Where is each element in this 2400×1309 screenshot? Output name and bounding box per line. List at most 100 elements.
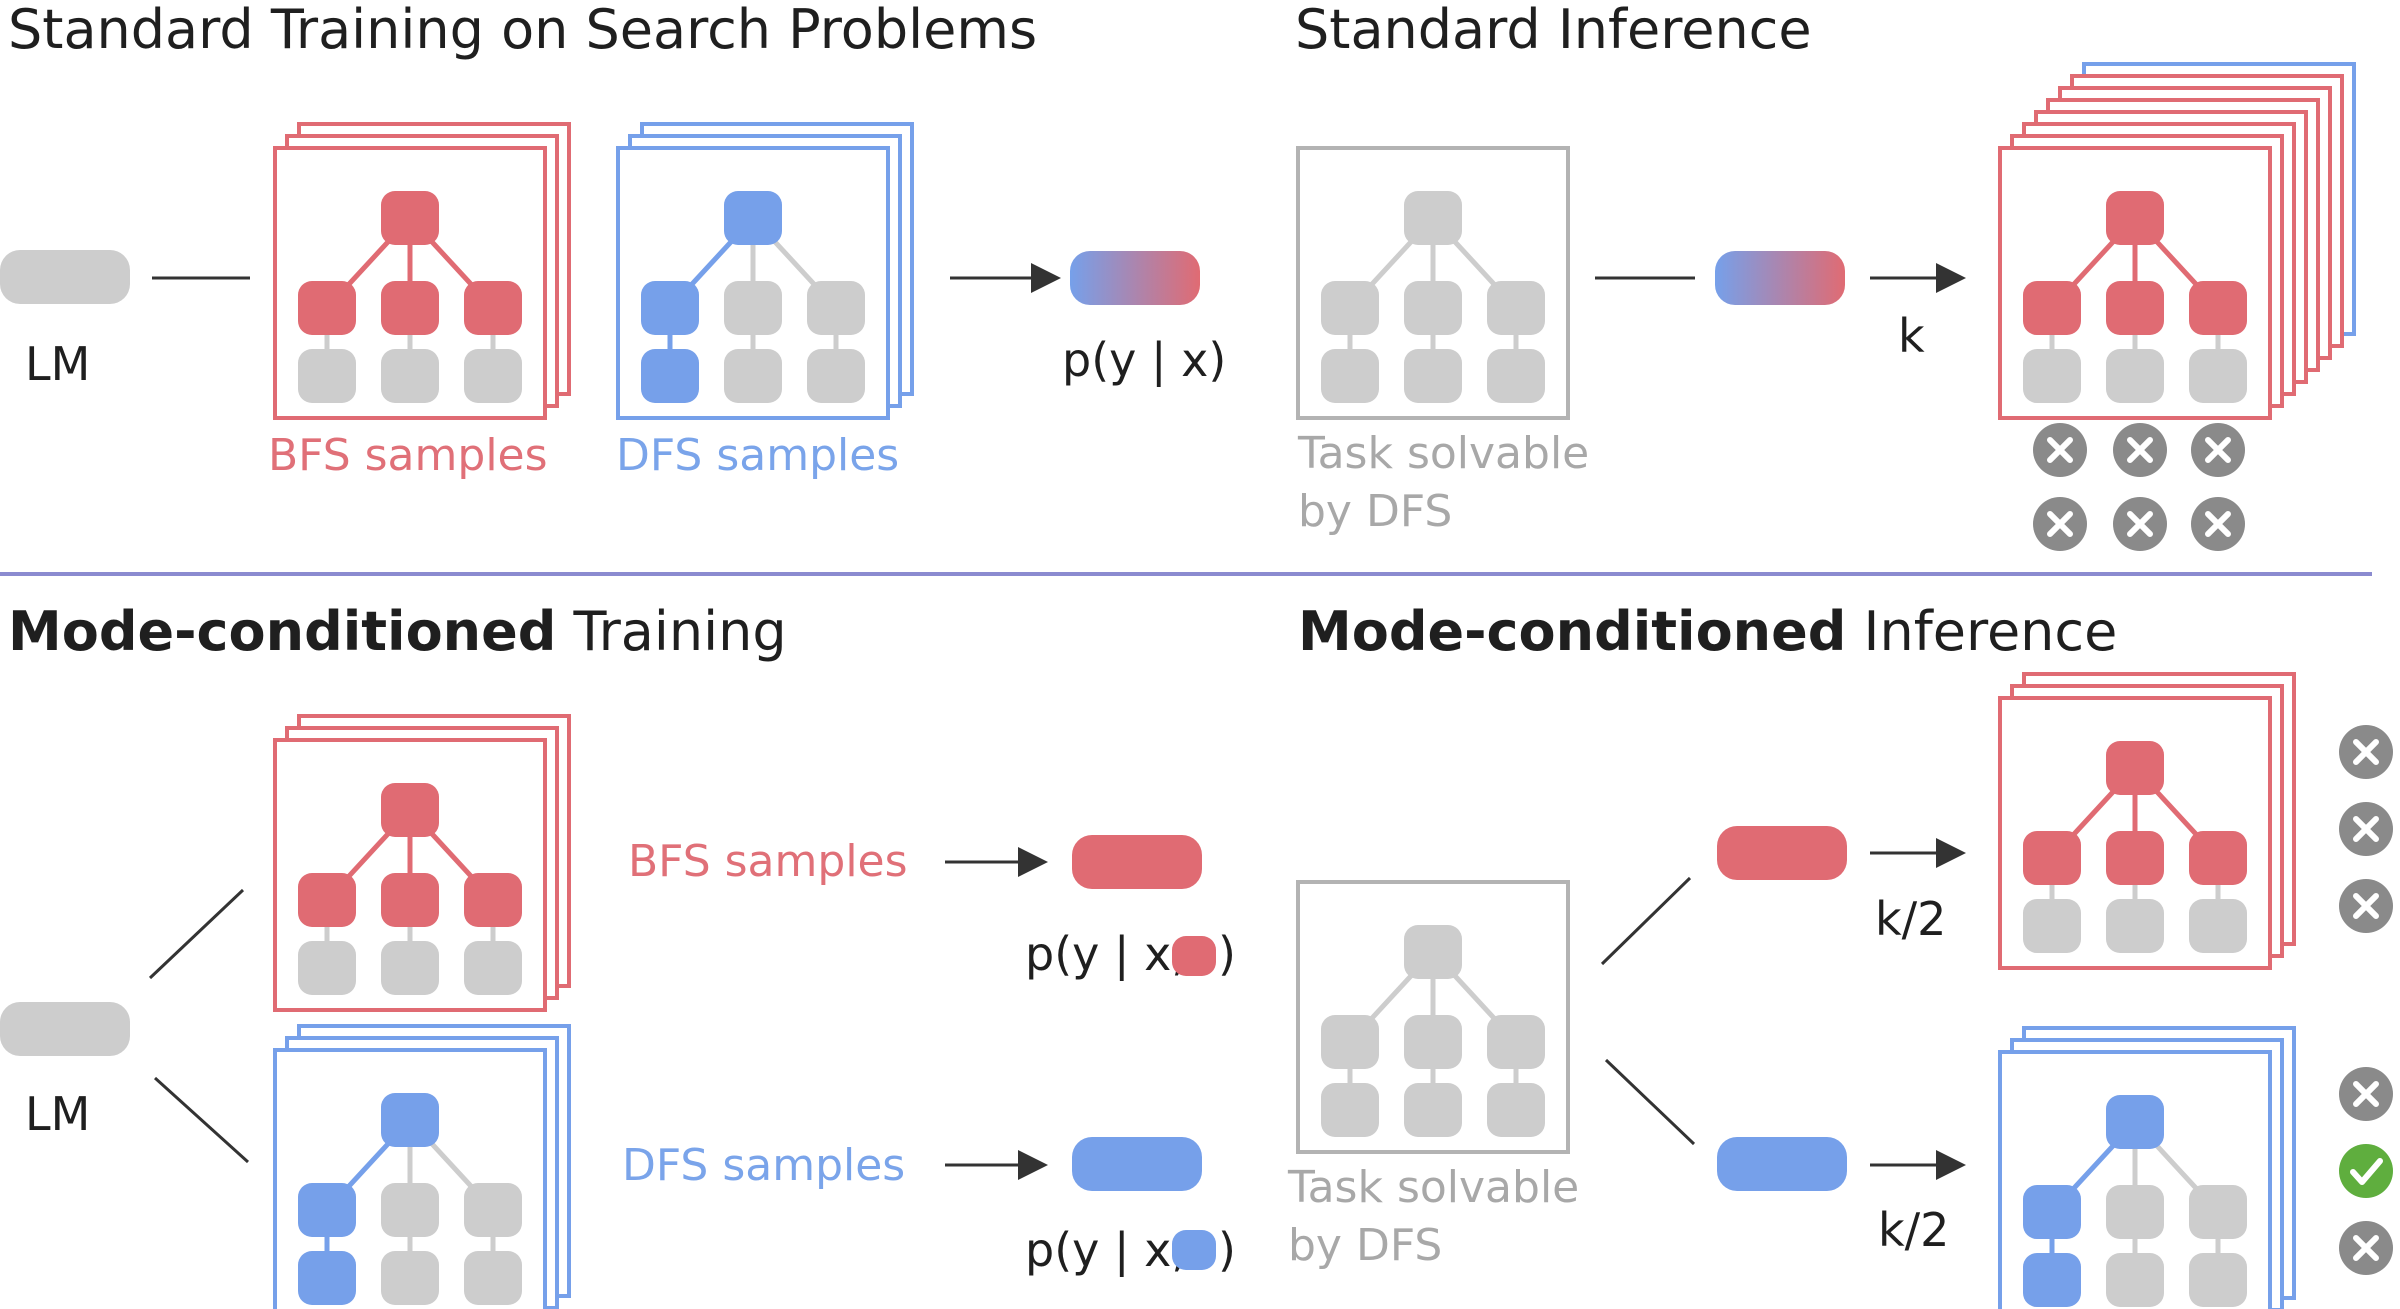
x-mark xyxy=(2353,816,2379,842)
mode-chip-bfs xyxy=(1172,936,1216,976)
inference-sample-stack-top xyxy=(1998,62,2356,420)
tree-node xyxy=(2106,831,2164,885)
check-mark xyxy=(2350,1158,2383,1185)
tree-node xyxy=(381,1093,439,1147)
dfs-sample-stack-top xyxy=(616,122,914,420)
output-pill-dfs xyxy=(1072,1137,1202,1191)
tree-node xyxy=(381,191,439,245)
tree-node xyxy=(381,1183,439,1237)
tree-node xyxy=(724,281,782,335)
lm-pill-bottom xyxy=(0,1002,130,1056)
top-left-title: Standard Training on Search Problems xyxy=(8,0,1037,61)
bfs-samples-label-top: BFS samples xyxy=(268,430,548,481)
tree-node xyxy=(2189,281,2247,335)
x-mark xyxy=(2127,437,2153,463)
result-badges-dfs xyxy=(2339,1067,2393,1275)
x-mark xyxy=(2047,511,2073,537)
tree-node xyxy=(724,191,782,245)
tree-node xyxy=(2023,1253,2081,1307)
top-right-title: Standard Inference xyxy=(1295,0,1812,61)
tree-node xyxy=(807,349,865,403)
tree-node xyxy=(2023,831,2081,885)
x-mark xyxy=(2353,893,2379,919)
model-pill-mixed xyxy=(1715,251,1845,305)
mode-chip-dfs xyxy=(1172,1230,1216,1270)
dfs-samples-label-top: DFS samples xyxy=(616,430,899,481)
inference-sample-stack-dfs xyxy=(1998,1026,2296,1309)
branch-line-down xyxy=(1604,1058,1696,1146)
bfs-samples-label-bottom: BFS samples xyxy=(628,836,908,887)
prob-label-dfs: p(y | x, xyxy=(1025,1223,1186,1278)
dfs-samples-label-bottom: DFS samples xyxy=(622,1140,905,1191)
check-icon xyxy=(2339,1144,2393,1198)
tree-node xyxy=(1404,349,1462,403)
task-tree-top xyxy=(1296,146,1570,420)
tree-node xyxy=(2106,281,2164,335)
inference-sample-stack-bfs xyxy=(1998,672,2296,970)
tree-node xyxy=(2106,1185,2164,1239)
model-pill-dfs xyxy=(1717,1137,1847,1191)
x-mark xyxy=(2353,1081,2379,1107)
tree-node xyxy=(381,349,439,403)
tree-node xyxy=(1404,281,1462,335)
x-mark xyxy=(2353,1235,2379,1261)
tree-node xyxy=(2023,281,2081,335)
tree-node xyxy=(807,281,865,335)
tree-node xyxy=(2106,349,2164,403)
tree-node xyxy=(2189,1253,2247,1307)
tree-node xyxy=(464,1183,522,1237)
x-mark xyxy=(2205,437,2231,463)
k-half-label-bottom: k/2 xyxy=(1878,1203,1949,1257)
result-badges-bfs xyxy=(2339,725,2393,933)
tree-node xyxy=(2189,899,2247,953)
output-pill-bfs xyxy=(1072,835,1202,889)
bfs-sample-stack-bottom xyxy=(273,714,571,1012)
tree-node xyxy=(298,1251,356,1305)
x-mark xyxy=(2047,437,2073,463)
prob-label-top: p(y | x) xyxy=(1062,333,1226,388)
tree-node xyxy=(2023,899,2081,953)
tree-node xyxy=(298,281,356,335)
prob-close-dfs: ) xyxy=(1218,1223,1236,1277)
tree-node xyxy=(1404,191,1462,245)
prob-label-bfs: p(y | x, xyxy=(1025,927,1186,982)
output-pill-mixed xyxy=(1070,251,1200,305)
k-label: k xyxy=(1898,309,1925,363)
tree-node xyxy=(2189,349,2247,403)
tree-node xyxy=(464,1251,522,1305)
tree-node xyxy=(381,1251,439,1305)
bfs-sample-stack-top xyxy=(273,122,571,420)
tree-node xyxy=(724,349,782,403)
tree-node xyxy=(298,349,356,403)
tree-node xyxy=(1487,349,1545,403)
tree-node xyxy=(1321,1015,1379,1069)
tree-node xyxy=(2106,741,2164,795)
tree-node xyxy=(1321,349,1379,403)
tree-node xyxy=(464,873,522,927)
task-tree-bottom xyxy=(1296,880,1570,1154)
tree-node xyxy=(1404,925,1462,979)
tree-node xyxy=(298,873,356,927)
tree-node xyxy=(2189,1185,2247,1239)
tree-node xyxy=(1321,281,1379,335)
tree-node xyxy=(464,281,522,335)
tree-node xyxy=(381,281,439,335)
tree-node xyxy=(381,873,439,927)
lm-label-top: LM xyxy=(25,337,90,391)
tree-node xyxy=(2106,899,2164,953)
x-mark xyxy=(2127,511,2153,537)
tree-node xyxy=(2106,1253,2164,1307)
tree-node xyxy=(641,349,699,403)
lm-label-bottom: LM xyxy=(25,1087,90,1141)
tree-node xyxy=(1487,281,1545,335)
branch-line-up xyxy=(1600,876,1692,966)
result-badges-top xyxy=(2033,423,2245,551)
tree-node xyxy=(464,941,522,995)
tree-node xyxy=(381,783,439,837)
tree-node xyxy=(641,281,699,335)
task-label-bottom-line2: by DFS xyxy=(1288,1220,1442,1271)
model-pill-bfs xyxy=(1717,826,1847,880)
tree-node xyxy=(381,941,439,995)
k-half-label-top: k/2 xyxy=(1875,892,1946,946)
